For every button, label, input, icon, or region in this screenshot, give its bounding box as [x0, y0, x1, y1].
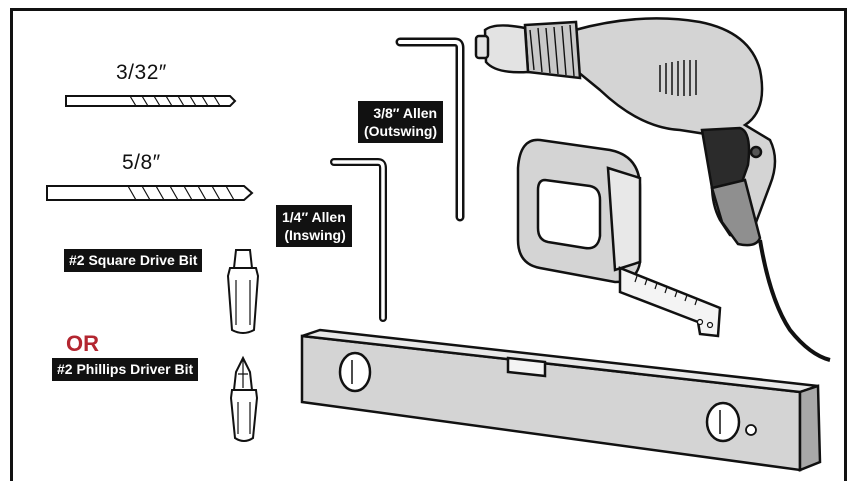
square-drive-bit-label: #2 Square Drive Bit — [64, 249, 203, 272]
allen-key-inswing-icon — [330, 158, 387, 322]
allen-outswing-tag: 3/8″ Allen (Outswing) — [358, 101, 444, 143]
or-label: OR — [66, 331, 99, 356]
square-drive-bit-icon — [226, 249, 260, 334]
allen-outswing-sublabel: (Outswing) — [364, 123, 438, 139]
allen-inswing-tag: 1/4″ Allen (Inswing) — [276, 205, 352, 247]
phillips-driver-bit-label: #2 Phillips Driver Bit — [52, 358, 199, 381]
drill-bit-large-icon — [46, 185, 254, 201]
allen-outswing-label: 3/8″ Allen — [373, 105, 438, 121]
bit-size-large-label: 5/8″ — [122, 151, 161, 174]
spirit-level-icon — [300, 328, 822, 472]
allen-key-outswing-icon — [395, 37, 465, 222]
phillips-driver-bit-icon — [229, 355, 259, 442]
bit-size-small-label: 3/32″ — [116, 61, 167, 84]
drill-bit-small-icon — [65, 95, 237, 107]
tape-measure-icon — [516, 138, 722, 338]
power-drill-icon — [474, 17, 831, 362]
diagram-frame — [10, 8, 847, 481]
allen-inswing-label: 1/4″ Allen — [282, 209, 346, 225]
allen-inswing-sublabel: (Inswing) — [284, 227, 346, 243]
